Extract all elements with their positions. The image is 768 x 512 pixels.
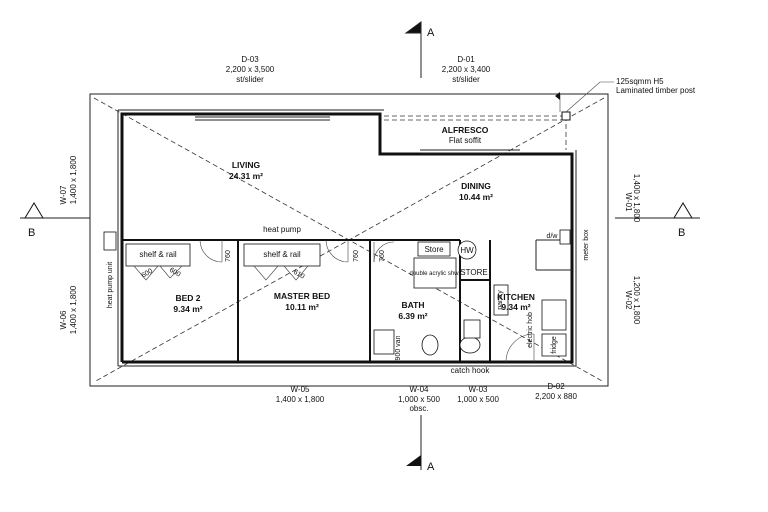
- kitchen-name: KITCHEN: [497, 292, 535, 302]
- dim-600-a: 600: [140, 268, 154, 280]
- w03-id: W-03: [469, 385, 489, 394]
- post-leader-line: [565, 81, 614, 113]
- w07-size: 1,400 x 1,800: [69, 155, 78, 204]
- section-b-right-label: B: [678, 227, 685, 239]
- vanity-unit: [373, 329, 395, 355]
- w04-note: obsc.: [409, 404, 428, 413]
- catch-hook-label: catch hook: [451, 366, 491, 375]
- section-a-top-label: A: [427, 27, 435, 39]
- d02-id: D-02: [547, 382, 565, 391]
- toilet: [421, 334, 439, 356]
- store-cupboard: [417, 241, 451, 257]
- section-b-left-label: B: [28, 227, 35, 239]
- d03-type: st/slider: [236, 75, 264, 84]
- door-swing-bed2: [199, 239, 223, 263]
- door-d03-slider: [195, 116, 330, 121]
- w02-size: 1,200 x 1,800: [632, 276, 641, 325]
- post-note-line2: Laminated timber post: [616, 86, 696, 95]
- d01-id: D-01: [457, 55, 475, 64]
- w01-id: W-01: [624, 193, 633, 213]
- w05-size: 1,400 x 1,800: [276, 395, 325, 404]
- bath-name: BATH: [402, 300, 425, 310]
- living-name: LIVING: [232, 160, 261, 170]
- heat-pump-unit-label: heat pump unit: [107, 262, 114, 308]
- section-a-bottom-label: A: [427, 461, 435, 473]
- store2-label: STORE: [460, 268, 487, 277]
- interior-walls: [122, 239, 572, 362]
- door-d01-slider: [420, 149, 520, 154]
- fridge: [541, 333, 567, 357]
- meter-box-label: meter box: [583, 229, 590, 261]
- dw-label: d/w: [547, 233, 559, 240]
- store-label: Store: [424, 245, 444, 254]
- bath-area: 6.39 m²: [398, 311, 427, 321]
- bed2-name: BED 2: [175, 293, 200, 303]
- master-bed-name: MASTER BED: [274, 291, 330, 301]
- d02-size: 2,200 x 880: [535, 392, 577, 401]
- w02-id: W-02: [624, 291, 633, 311]
- exterior-walls: [117, 109, 577, 367]
- master-bed-area: 10.11 m²: [285, 302, 319, 312]
- dining-name: DINING: [461, 181, 491, 191]
- dim-760-a: 760: [225, 250, 232, 262]
- w05-id: W-05: [291, 385, 311, 394]
- shower-label: double acrylic shwr: [409, 271, 460, 277]
- fridge-label: fridge: [551, 336, 558, 354]
- bed2-area: 9.34 m²: [173, 304, 202, 314]
- d03-id: D-03: [241, 55, 259, 64]
- wardrobe-master: [243, 243, 321, 281]
- shelf-rail-master: shelf & rail: [263, 250, 301, 259]
- alfresco-note: Flat soffit: [449, 136, 482, 145]
- roof-outline: [89, 93, 609, 387]
- laundry-tub: [459, 336, 481, 354]
- pantry-cupboard: [493, 284, 509, 316]
- shower-tray: [413, 257, 457, 289]
- hw-label: HW: [460, 246, 474, 255]
- post-note-line1: 125sqmm H5: [616, 77, 664, 86]
- vanity-label: 900 van: [395, 335, 402, 360]
- w06-size: 1,400 x 1,800: [69, 285, 78, 334]
- heat-pump-unit: [103, 231, 117, 251]
- pantry-label: pantry: [497, 290, 504, 310]
- d01-size: 2,200 x 3,400: [442, 65, 491, 74]
- d03-size: 2,200 x 3,500: [226, 65, 275, 74]
- d01-type: st/slider: [452, 75, 480, 84]
- wardrobe-bed2: [125, 243, 191, 281]
- dim-600-b: 600: [168, 267, 182, 279]
- alfresco-name: ALFRESCO: [442, 125, 489, 135]
- shelf-rail-bed2: shelf & rail: [139, 250, 177, 259]
- dim-610: 610: [292, 269, 306, 281]
- heat-pump-label: heat pump: [263, 225, 301, 234]
- living-area: 24.31 m²: [229, 171, 263, 181]
- section-a-bottom-marker: A: [406, 415, 435, 473]
- kitchen-area: 9.34 m²: [501, 302, 530, 312]
- post-marker-flag: [555, 92, 560, 100]
- dryer-unit: [463, 319, 481, 339]
- dining-area: 10.44 m²: [459, 192, 493, 202]
- w03-size: 1,000 x 500: [457, 395, 499, 404]
- w04-id: W-04: [410, 385, 430, 394]
- electric-hob-label: electric hob: [527, 312, 534, 348]
- section-b-right-marker: B: [615, 202, 700, 239]
- w06-id: W-06: [59, 310, 68, 330]
- door-swing-bath: [373, 241, 395, 263]
- door-swing-entry: [505, 333, 535, 363]
- meter-box: [559, 229, 571, 245]
- hot-water-cylinder: [457, 240, 477, 260]
- dim-760-b: 760: [353, 250, 360, 262]
- section-b-left-marker: B: [20, 202, 90, 239]
- timber-post: [561, 111, 571, 121]
- section-a-top-marker: A: [404, 21, 435, 78]
- dim-760-c: 760: [379, 250, 386, 262]
- electric-hob: [541, 299, 567, 331]
- w07-id: W-07: [59, 185, 68, 205]
- door-swing-master: [325, 239, 349, 263]
- w04-size: 1,000 x 500: [398, 395, 440, 404]
- w01-size: 1,400 x 1,800: [632, 174, 641, 223]
